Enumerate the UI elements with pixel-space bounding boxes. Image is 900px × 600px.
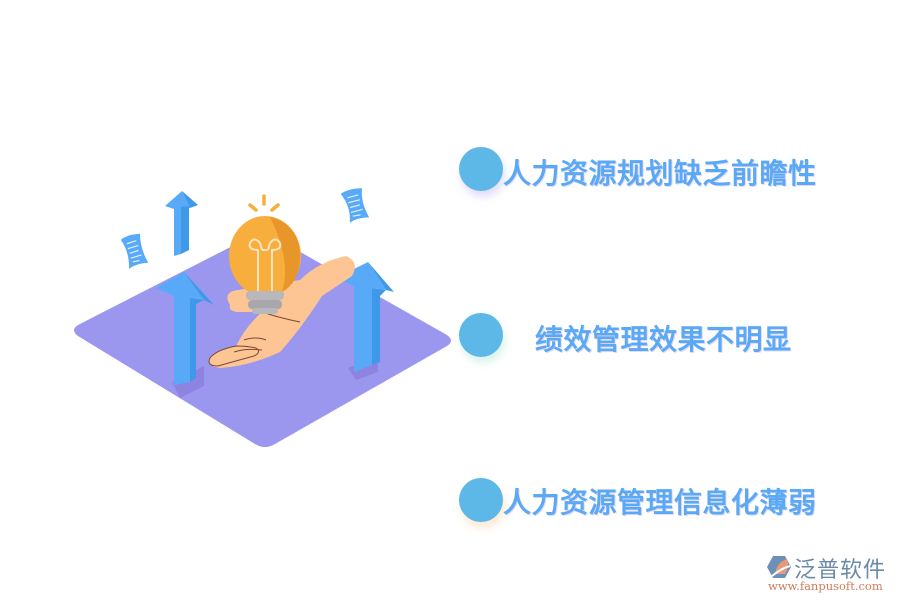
logo-mark-icon [767,556,791,578]
bullet-circle-icon [459,478,503,522]
arrow-up-icon [165,191,198,256]
arrow-up-icon [336,262,394,380]
point-label: 人力资源管理信息化薄弱 [503,486,817,519]
point-item: 人力资源规划缺乏前瞻性 [459,145,879,195]
hand-icon [208,256,355,368]
point-label: 人力资源规划缺乏前瞻性 [503,157,817,190]
bullet-circle-icon [459,147,503,191]
light-bulb-icon [229,194,301,314]
point-item: 绩效管理效果不明显 [459,311,879,361]
point-item: 人力资源管理信息化薄弱 [459,476,879,526]
paper-icon [120,233,149,269]
hr-illustration [74,188,451,447]
arrow-up-icon [156,272,214,398]
logo-url: www.fanpusoft.com [768,579,883,593]
logo-name: 泛普软件 [794,558,887,583]
bullet-circle-icon [459,313,503,357]
paper-icon [340,188,370,223]
point-label: 绩效管理效果不明显 [535,323,792,356]
brand-logo: 泛普软件 www.fanpusoft.com [766,552,896,596]
